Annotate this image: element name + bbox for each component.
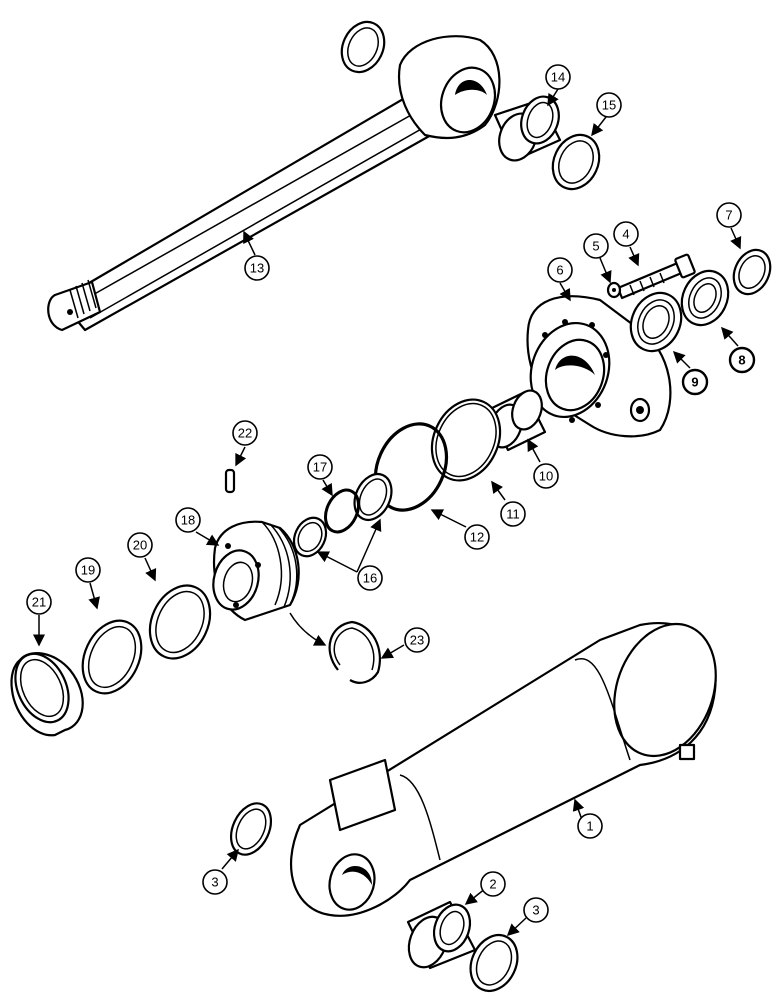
callout-label: 11 xyxy=(506,507,520,522)
callout-label: 15 xyxy=(602,98,616,113)
callout-17[interactable]: 17 xyxy=(307,454,333,480)
cylinder-barrel xyxy=(290,622,717,917)
seal-ring-top-left xyxy=(340,20,386,74)
seal-ring-16a xyxy=(353,472,393,522)
piston-rod xyxy=(47,35,501,332)
callout-5[interactable]: 5 xyxy=(583,233,609,259)
washer-5 xyxy=(606,281,622,299)
callout-19[interactable]: 19 xyxy=(75,557,101,583)
bushing-2 xyxy=(406,900,477,970)
leader-lines xyxy=(33,88,742,937)
callout-3-left[interactable]: 3 xyxy=(202,869,228,895)
callout-label: 5 xyxy=(592,239,599,254)
callout-1[interactable]: 1 xyxy=(577,813,603,839)
seal-9 xyxy=(629,291,683,353)
o-ring-12 xyxy=(373,422,449,512)
callout-label: 7 xyxy=(725,208,732,223)
callout-label: 8 xyxy=(738,353,745,368)
callout-label: 20 xyxy=(133,538,147,553)
callout-label: 14 xyxy=(551,70,565,85)
callout-4[interactable]: 4 xyxy=(613,221,639,247)
callout-13[interactable]: 13 xyxy=(244,255,270,281)
seal-ring-16b xyxy=(292,516,328,558)
callout-14[interactable]: 14 xyxy=(545,64,571,90)
callout-15[interactable]: 15 xyxy=(596,92,622,118)
bushing-14 xyxy=(493,95,562,162)
callout-9[interactable]: 9 xyxy=(681,368,709,396)
piston xyxy=(212,520,300,622)
callout-label: 3 xyxy=(211,875,218,890)
callout-label: 16 xyxy=(363,571,377,586)
callout-label: 21 xyxy=(32,595,46,610)
callout-label: 17 xyxy=(313,460,327,475)
callout-7[interactable]: 7 xyxy=(716,202,742,228)
callout-label: 9 xyxy=(691,375,698,390)
seal-ring-19 xyxy=(81,619,143,695)
callout-21[interactable]: 21 xyxy=(26,589,52,615)
wear-ring-21 xyxy=(10,652,84,737)
callout-label: 1 xyxy=(586,819,593,834)
wiper-seal-8 xyxy=(680,269,730,327)
o-ring-17 xyxy=(324,488,360,534)
callout-22[interactable]: 22 xyxy=(232,420,258,446)
callout-16[interactable]: 16 xyxy=(357,565,383,591)
callout-label: 12 xyxy=(470,530,484,545)
callout-10[interactable]: 10 xyxy=(533,463,559,489)
callout-label: 23 xyxy=(410,633,424,648)
callout-8[interactable]: 8 xyxy=(728,346,756,374)
backup-ring-11 xyxy=(430,398,502,482)
callout-20[interactable]: 20 xyxy=(127,532,153,558)
callout-label: 6 xyxy=(556,263,563,278)
callout-label: 10 xyxy=(539,469,553,484)
roll-pin-22 xyxy=(224,468,236,494)
callout-label: 2 xyxy=(489,877,496,892)
ring-7 xyxy=(732,248,772,296)
seal-ring-3-right xyxy=(469,934,519,992)
callout-label: 22 xyxy=(238,426,252,441)
callout-11[interactable]: 11 xyxy=(500,501,526,527)
callout-label: 13 xyxy=(250,261,264,276)
assembly-arrow xyxy=(289,612,327,646)
callout-12[interactable]: 12 xyxy=(464,524,490,550)
snap-ring-23 xyxy=(328,620,381,684)
callout-label: 19 xyxy=(81,563,95,578)
seal-ring-20 xyxy=(148,584,212,660)
callout-2[interactable]: 2 xyxy=(480,871,506,897)
callout-label: 18 xyxy=(181,513,195,528)
callout-3-right[interactable]: 3 xyxy=(523,897,549,923)
bolt-4 xyxy=(616,253,696,300)
callout-23[interactable]: 23 xyxy=(404,627,430,653)
callout-label: 4 xyxy=(622,227,629,242)
callout-18[interactable]: 18 xyxy=(175,507,201,533)
seal-ring-3-left xyxy=(229,802,273,856)
callout-label: 3 xyxy=(532,903,539,918)
callout-6[interactable]: 6 xyxy=(547,257,573,283)
seal-ring-15 xyxy=(551,133,601,191)
